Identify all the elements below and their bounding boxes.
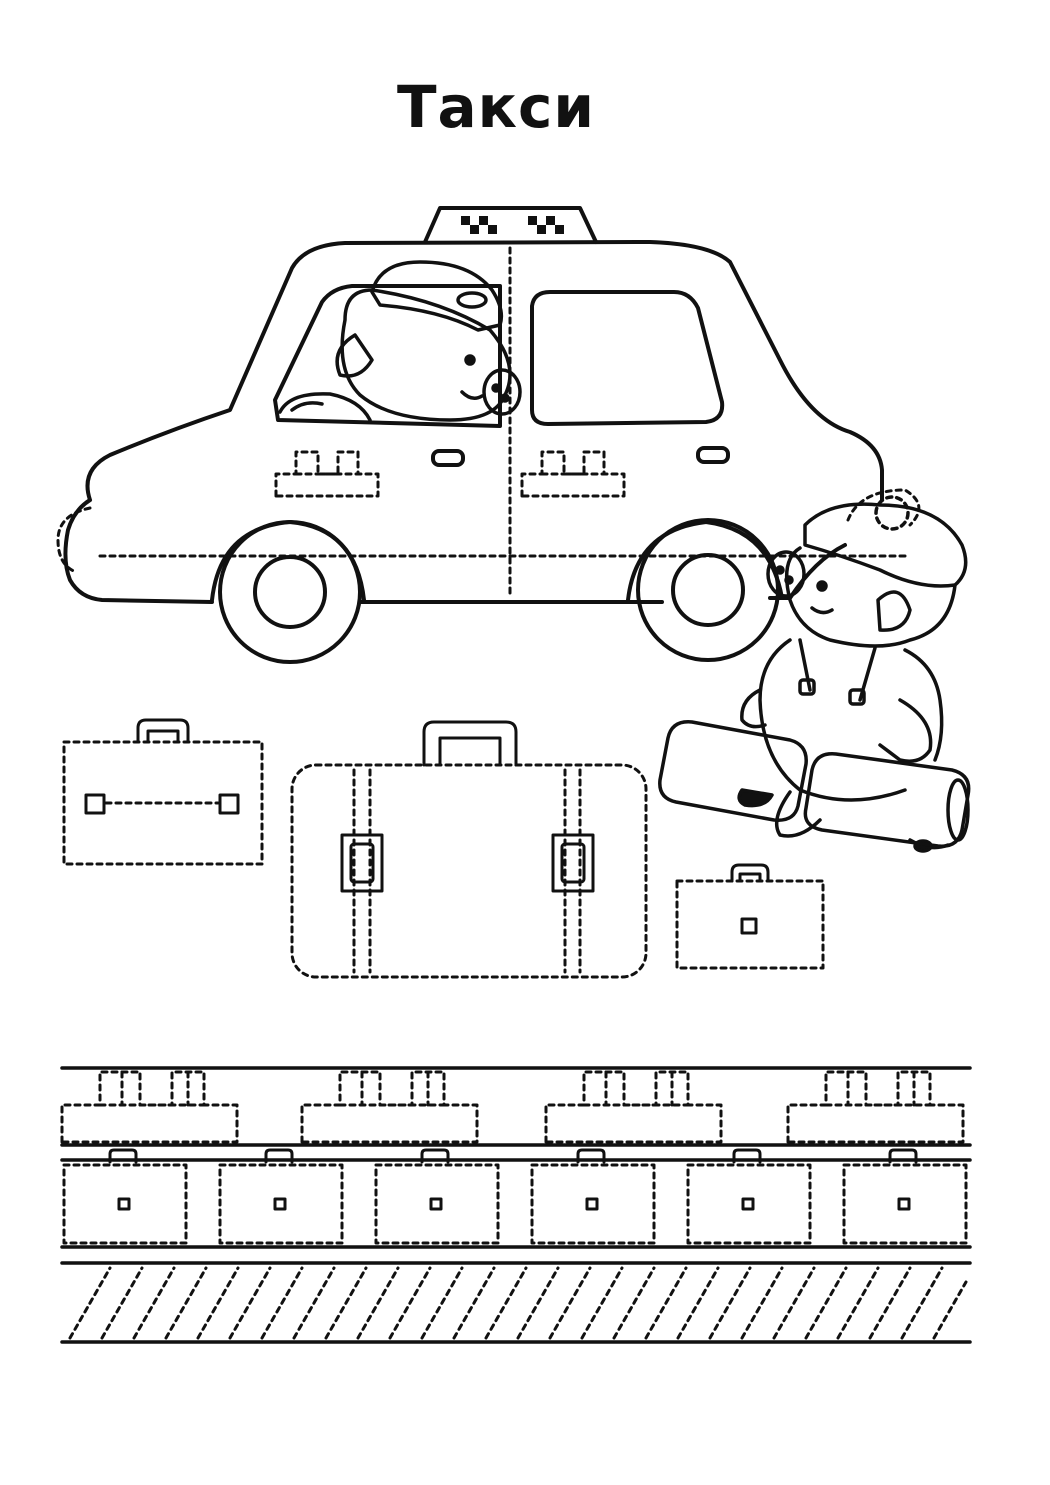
suitcase-tracing-row: [62, 1148, 968, 1245]
suitcase-icon: [62, 740, 264, 866]
tracing-practice-area: [60, 1066, 972, 1344]
piglet-driver-icon: [278, 260, 522, 422]
rear-window-icon: [530, 290, 725, 426]
carried-suitcase-icon: [658, 720, 971, 848]
taillight-icon: [846, 488, 921, 527]
door-handle-icon: [696, 446, 730, 464]
page-title: Такси: [396, 73, 596, 141]
front-window-icon: [273, 284, 502, 428]
piglet-passenger-icon: [737, 495, 968, 853]
checker-pattern-icon: [461, 216, 564, 234]
front-wheel-icon: [218, 520, 362, 664]
taxi-roof-sign-icon: [423, 206, 598, 244]
door-handle-icon: [431, 449, 465, 467]
checker-tracing-row: [60, 1070, 965, 1144]
suitcase-icon: [675, 879, 825, 970]
suitcase-icon: [290, 763, 648, 979]
diagonal-tracing-row: [68, 1266, 968, 1340]
headlight-icon: [56, 506, 92, 574]
suitcase-details: [84, 718, 770, 935]
rear-wheel-icon: [636, 518, 780, 662]
suitcase-tracing-area: [62, 740, 825, 979]
